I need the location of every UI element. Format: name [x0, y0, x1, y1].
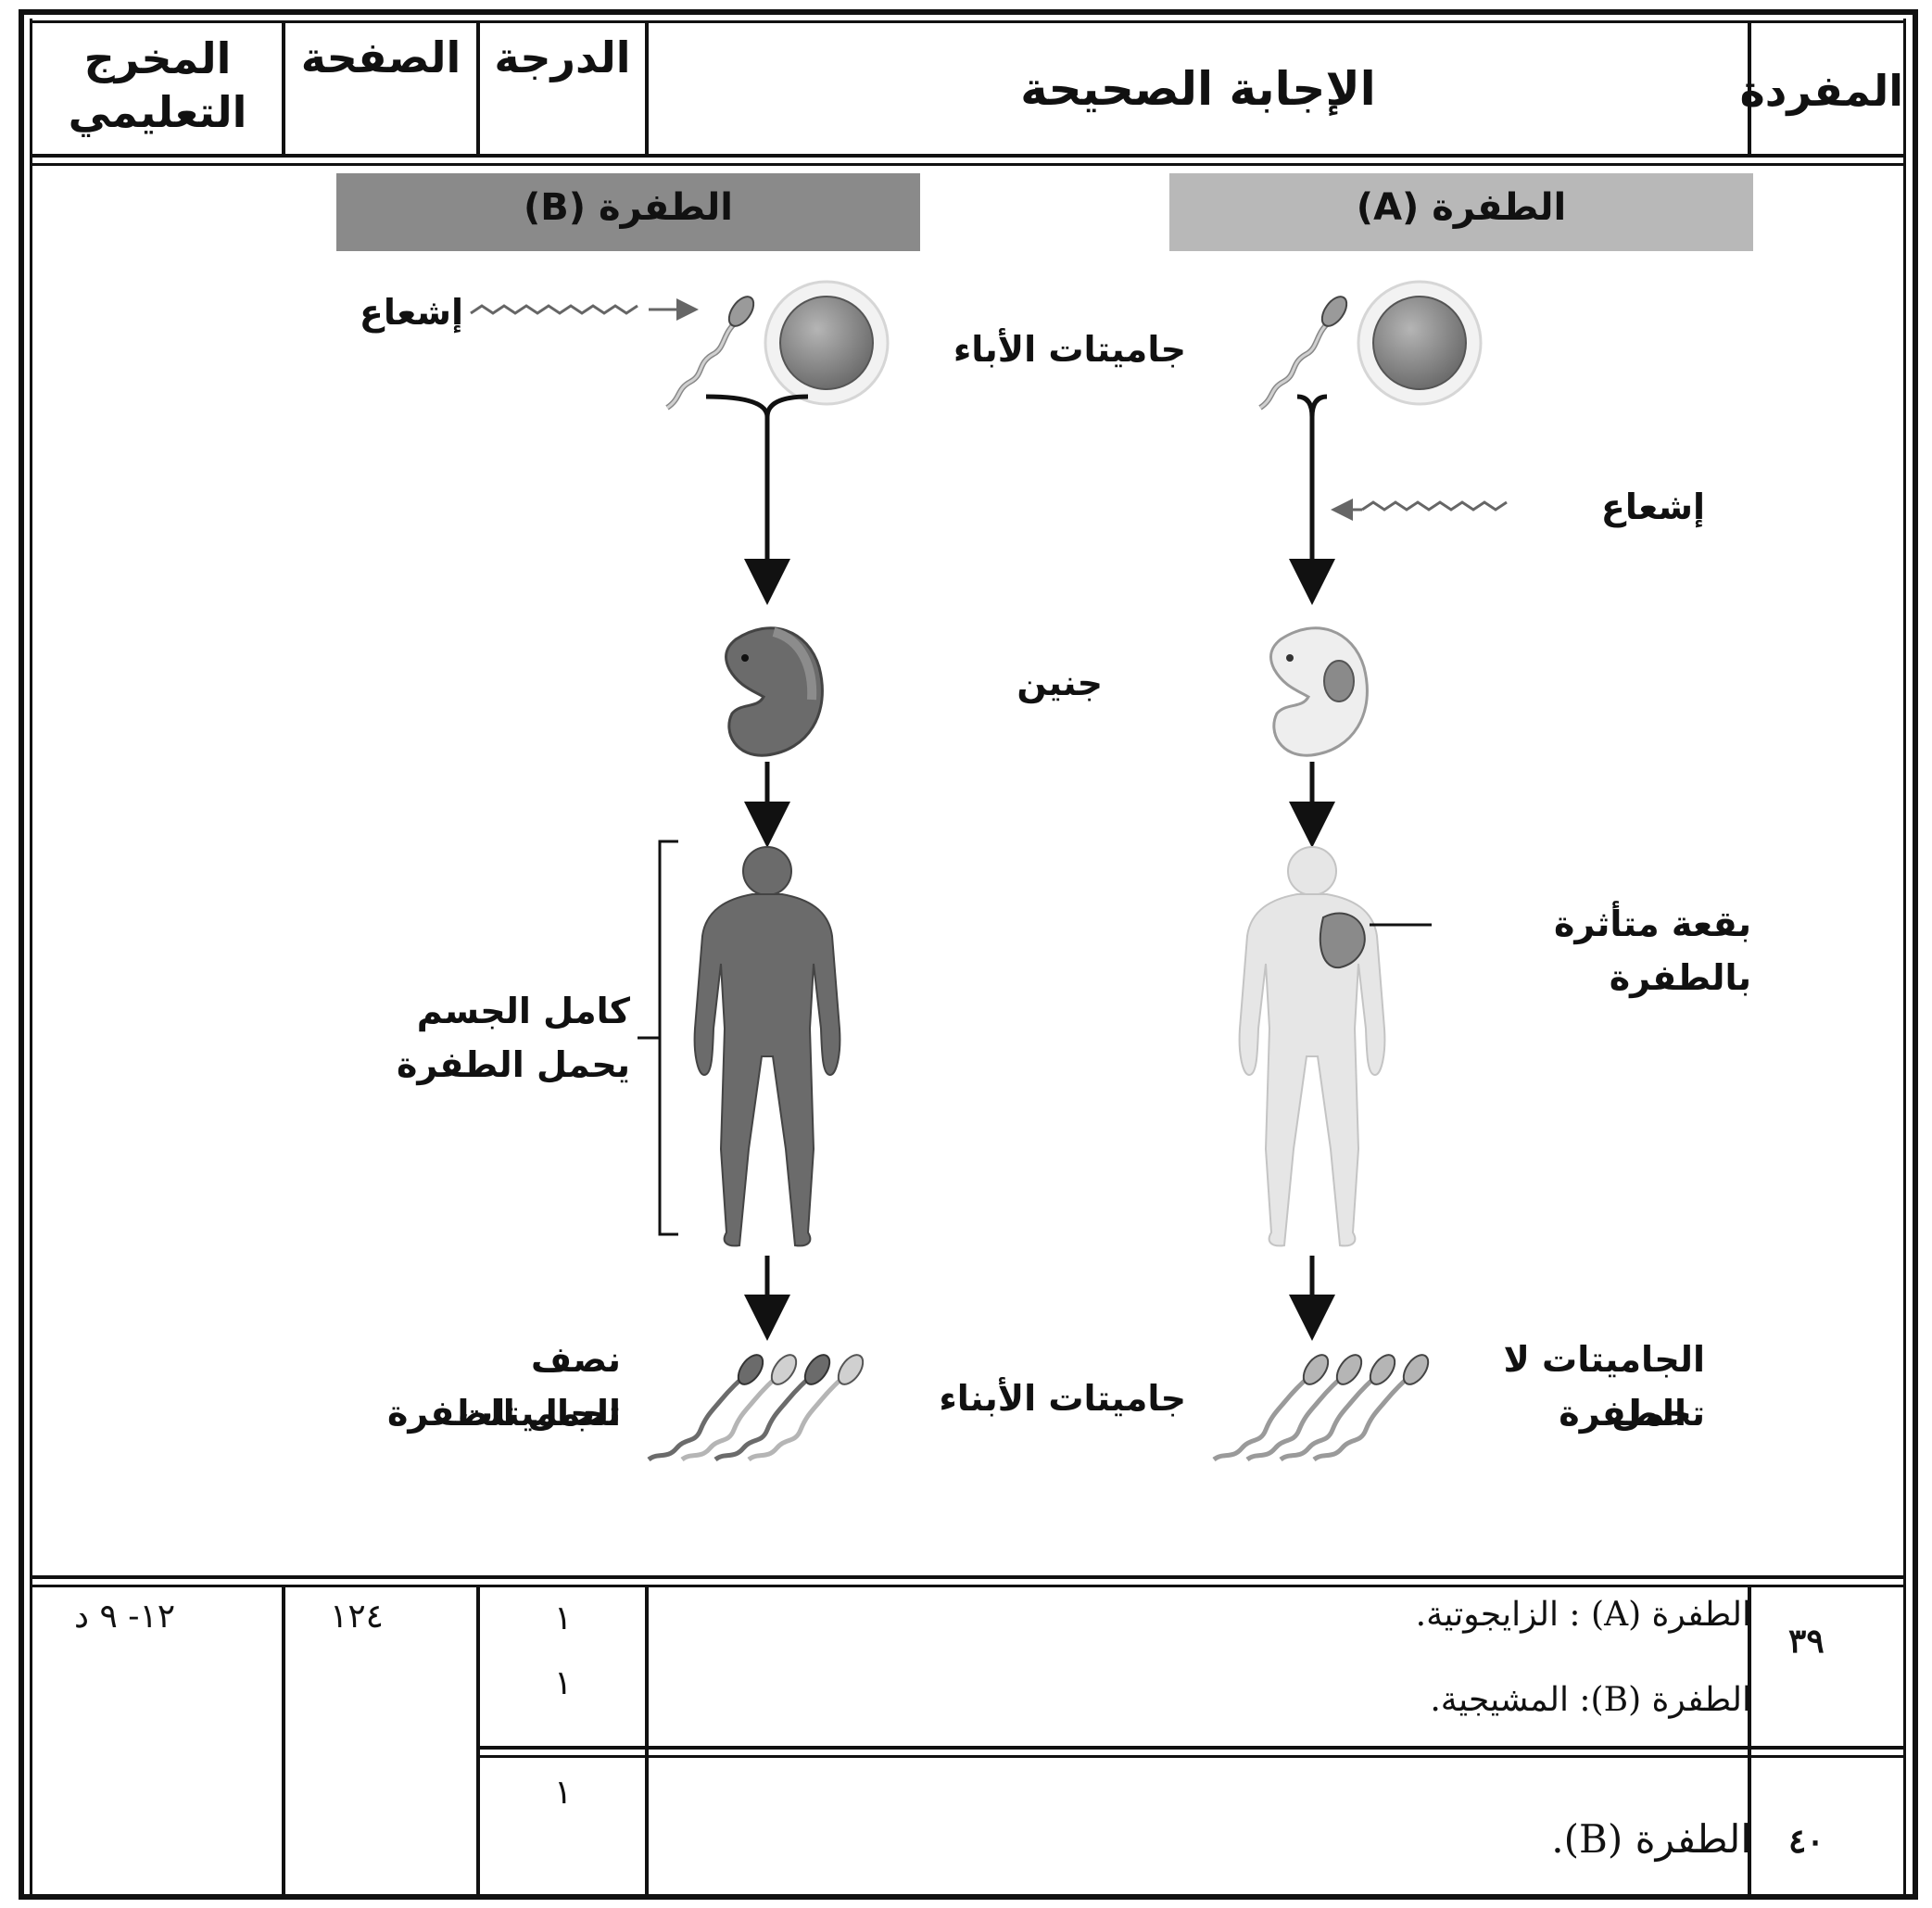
affected-patch-label: بقعة متأثرة بالطفرة: [1436, 897, 1751, 1005]
radiation-label-a: إشعاع: [1538, 480, 1705, 534]
offspring-sperm-b-icon: [649, 1351, 868, 1459]
whole-body-bracket: [660, 841, 678, 1234]
row-39-grade-2: ١: [554, 1664, 572, 1702]
row-39-answer-1: الطفرة (A) : الزايجوتية.: [1416, 1596, 1751, 1634]
body-a-icon: [1240, 847, 1385, 1245]
row-39-answer-2: الطفرة (B): المشيجية.: [1430, 1681, 1751, 1719]
row-39-page: ١٢٤: [330, 1598, 384, 1636]
half-gametes-label-2: تحمل الطفرة: [371, 1386, 621, 1440]
row-39-number: ٣٩: [1788, 1622, 1825, 1661]
row-40-answer-1: الطفرة (B).: [1551, 1816, 1751, 1862]
egg-cell-a-icon: [1358, 282, 1481, 404]
fertilization-join-a: [1297, 397, 1327, 417]
whole-body-label-1: كامل الجسم: [389, 984, 630, 1038]
whole-body-label-2: يحمل الطفرة: [389, 1038, 630, 1092]
embryo-label: جنين: [982, 656, 1103, 710]
gametes-no-mutation-label-2: الطفرة: [1399, 1386, 1686, 1440]
answer-key-table: المفردة الإجابة الصحيحة الدرجة الصفحة ال…: [19, 9, 1918, 1900]
fertilization-join-b: [706, 397, 808, 417]
embryo-b-icon: [726, 628, 822, 755]
offspring-gametes-label: جاميتات الأبناء: [908, 1371, 1186, 1425]
embryo-a-icon: [1270, 628, 1367, 755]
row-39-grade-1: ١: [554, 1599, 572, 1637]
sperm-a-icon: [1260, 293, 1352, 408]
radiation-wave-a: [1362, 502, 1507, 510]
parent-gametes-label: جاميتات الأباء: [908, 322, 1186, 376]
row-39-outcome: ١٢- ٩ د: [74, 1598, 175, 1636]
egg-cell-b-icon: [765, 282, 888, 404]
body-b-icon: [695, 847, 840, 1245]
row-40-number: ٤٠: [1788, 1822, 1825, 1861]
radiation-wave-b: [471, 306, 638, 313]
row-40-grade-1: ١: [554, 1774, 572, 1812]
radiation-label-b: إشعاع: [324, 285, 463, 339]
